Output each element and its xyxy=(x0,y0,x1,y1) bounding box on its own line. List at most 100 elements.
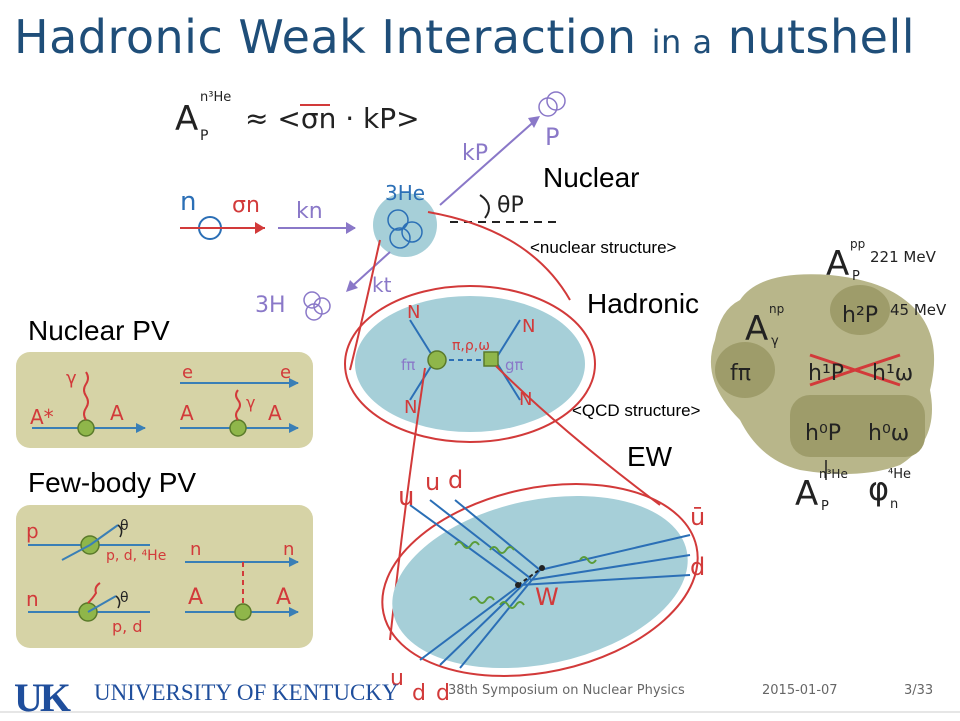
kp-arrow-head xyxy=(528,116,540,128)
h3-label: 3H xyxy=(255,293,286,318)
npv-electron-arrow xyxy=(289,378,299,388)
np-sup: np xyxy=(769,302,784,316)
neutron-beam: n σn kn xyxy=(180,187,356,240)
d-label-4: d xyxy=(436,681,450,706)
n3he-sup: n³He xyxy=(819,467,848,481)
quark-line-4 xyxy=(539,534,691,571)
title-main: Hadronic Weak Interaction xyxy=(14,10,637,64)
asym-sup: n³He xyxy=(200,90,231,105)
w-label: W xyxy=(535,583,559,611)
pp-sup: pp xyxy=(850,237,865,251)
fb-a-label-2: A xyxy=(276,585,291,610)
npv-gamma-label-2: γ xyxy=(246,393,255,412)
h2p-blob xyxy=(830,285,890,335)
hadronic-n-line-4 xyxy=(494,359,521,401)
fb-theta-label-2: θ xyxy=(120,590,129,606)
fb-theta-label-1: θ xyxy=(120,518,129,534)
page-title: Hadronic Weak Interaction in a nutshell xyxy=(14,10,915,64)
fb-n-label-1: n xyxy=(26,587,39,611)
asym-a: A xyxy=(175,99,198,139)
fb-a-label-1: A xyxy=(188,585,203,610)
nuclear-pv-panel xyxy=(16,352,313,448)
fb-vertex-3 xyxy=(234,603,252,621)
u-label-1: u xyxy=(398,482,414,512)
proton-outgoing: kP P θP xyxy=(439,91,566,223)
triton-circle-1 xyxy=(303,291,321,309)
fb-n-label-3: n xyxy=(283,539,294,560)
n3he-a: A xyxy=(795,474,818,514)
quark-line-6 xyxy=(519,574,691,586)
fb-theta-arc-2 xyxy=(115,595,121,609)
qcd-structure-label: <QCD structure> xyxy=(572,401,701,420)
p-label: P xyxy=(545,123,559,151)
npv-vertex-2 xyxy=(229,419,247,437)
zoom-right-bottom xyxy=(495,365,661,506)
h0-blob xyxy=(790,395,925,457)
asymmetry-formula: A n³He P ≈ <σn · kP> xyxy=(175,90,420,144)
n-label: n xyxy=(180,187,196,217)
zoom-left-top xyxy=(349,239,381,371)
u-label-2: u xyxy=(425,468,440,496)
sigma-n-label: σn xyxy=(232,193,260,218)
footer-event: 38th Symposium on Nuclear Physics xyxy=(448,683,685,698)
h1p-label: h¹P xyxy=(808,361,844,386)
gluon-3 xyxy=(469,596,495,604)
phi-sub: n xyxy=(890,497,898,512)
fb-arrow-4 xyxy=(289,607,299,617)
fb-theta-arc-1 xyxy=(117,524,123,538)
npv-photon-1 xyxy=(83,371,89,421)
fb-n-label-2: n xyxy=(190,539,201,560)
uk-logo: UK xyxy=(14,675,71,720)
fb-arrow-3 xyxy=(289,557,299,567)
w-vertex-1 xyxy=(515,582,521,588)
d-label-1: d xyxy=(448,466,463,494)
he3-nucleon-3 xyxy=(389,227,411,249)
hadronic-blob xyxy=(355,296,585,432)
triton-outgoing: kt 3H xyxy=(255,251,392,321)
h2p-label: h²P xyxy=(842,303,878,328)
d-label-2: d xyxy=(690,553,705,581)
N-label-3: N xyxy=(404,397,417,418)
footer-page: 3/33 xyxy=(904,683,934,698)
h0p-label: h⁰P xyxy=(805,421,841,446)
kn-label: kn xyxy=(296,199,323,224)
ubar-label: ū xyxy=(690,503,705,531)
w-propagator xyxy=(517,567,543,586)
zoom-lines-nuclear xyxy=(349,211,571,371)
proton-circle-2 xyxy=(546,91,566,111)
zoom-right-top xyxy=(427,211,571,301)
npv-e-label-1: e xyxy=(182,362,193,383)
kt-arrow-head xyxy=(346,280,358,292)
npv-gamma-label-1: γ xyxy=(66,368,77,389)
theta-label: θP xyxy=(497,193,524,218)
fpi-right-label: fπ xyxy=(730,361,751,386)
N-label-2: N xyxy=(522,316,535,337)
quark-line-2 xyxy=(429,499,532,666)
fb-out-2 xyxy=(61,544,91,561)
kp-label: kP xyxy=(462,141,488,166)
npv-astar-label: A* xyxy=(30,405,54,429)
N-label-1: N xyxy=(407,302,420,323)
hadronic-outline xyxy=(344,285,596,443)
gpi-label: gπ xyxy=(505,356,524,374)
h1w-label: h¹ω xyxy=(872,361,913,386)
fpi-label: fπ xyxy=(401,356,415,374)
weak-vertex-fpi xyxy=(427,350,447,370)
university-name: UNIVERSITY OF KENTUCKY xyxy=(94,680,399,705)
fb-p-label: p xyxy=(26,519,39,543)
npv-arrow-2 xyxy=(289,423,299,433)
kn-arrow-head xyxy=(346,222,356,234)
npv-a-label-2: A xyxy=(180,401,194,425)
asym-approx: ≈ <σn · kP> xyxy=(245,102,420,135)
n3he-sub: P xyxy=(821,499,829,514)
coupling-blob-diagram: A pp P 221 MeV 45 MeV A np γ h²P fπ h¹P … xyxy=(710,237,947,514)
npv-arrow-1 xyxy=(136,423,146,433)
theta-arc xyxy=(479,194,490,219)
npv-photon-2 xyxy=(235,389,241,421)
fb-pd-label: p, d xyxy=(112,617,142,636)
hadronic-blob-group: N N N N fπ π,ρ,ω gπ xyxy=(344,285,596,443)
few-body-pv-label: Few-body PV xyxy=(28,467,197,498)
he3-label: 3He xyxy=(385,181,425,205)
npv-e-label-2: e xyxy=(280,362,291,383)
